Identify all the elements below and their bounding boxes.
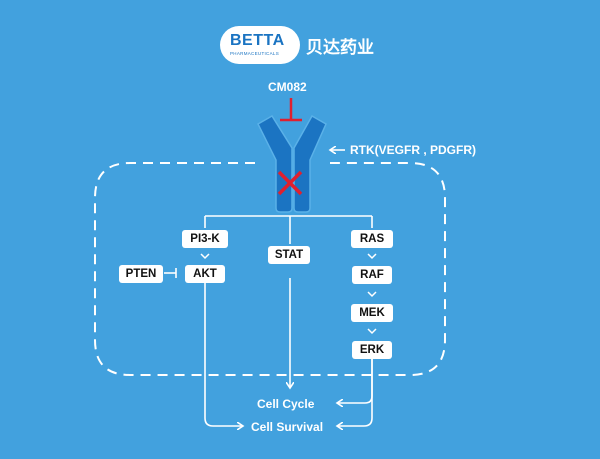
akt-to-survival (204, 283, 243, 426)
chevrons (200, 253, 377, 335)
node-stat: STAT (268, 246, 310, 264)
drug-inhibit-bar (280, 98, 302, 122)
node-ras: RAS (351, 230, 393, 248)
node-pten: PTEN (119, 265, 163, 283)
node-erk: ERK (352, 341, 392, 359)
node-pi3k: PI3-K (182, 230, 228, 248)
branch-lines (204, 215, 373, 244)
logo-badge: BETTA PHARMACEUTICALS (220, 26, 300, 64)
cell-membrane (94, 162, 446, 376)
inhibition-cross (277, 170, 303, 196)
node-mek: MEK (351, 304, 393, 322)
outcome-cell-survival: Cell Survival (251, 420, 324, 434)
erk-to-cycle (337, 359, 373, 403)
outcome-cell-cycle: Cell Cycle (257, 397, 315, 411)
receptor-shape (257, 114, 327, 213)
logo-chinese-name: 贝达药业 (306, 38, 374, 58)
logo-brand: BETTA (230, 32, 285, 49)
receptor-label: RTK(VEGFR , PDGFR) (350, 143, 476, 157)
pten-inhibit (164, 268, 177, 278)
node-akt: AKT (185, 265, 225, 283)
logo-subtitle: PHARMACEUTICALS (230, 51, 280, 56)
node-raf: RAF (352, 266, 392, 284)
drug-label: CM082 (268, 80, 307, 94)
erk-to-survival (337, 359, 373, 426)
company-logo: BETTA PHARMACEUTICALS 贝达药业 (220, 26, 390, 64)
